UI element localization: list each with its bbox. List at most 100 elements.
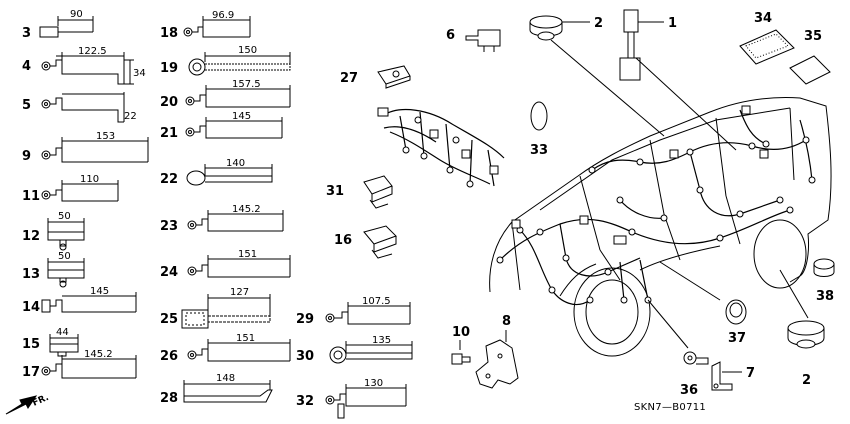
callout-16: 16 — [334, 233, 352, 248]
callout-8: 8 — [502, 314, 511, 329]
callout-23: 23 — [160, 219, 178, 234]
part-11-clip: 11 110 — [22, 174, 119, 204]
part-8-bracket: 8 — [475, 314, 519, 389]
part-27-connector: 27 — [340, 65, 411, 89]
dim-11: 110 — [80, 174, 99, 185]
part-29-clip: 29 107.5 — [296, 296, 411, 327]
part-9-clip: 9 153 — [22, 131, 149, 164]
front-label: FR. — [31, 393, 50, 409]
dim-4-length: 122.5 — [78, 46, 107, 57]
callout-11: 11 — [22, 189, 40, 204]
dim-18: 96.9 — [212, 10, 234, 21]
dim-19: 150 — [238, 45, 257, 56]
part-15-clip: 15 44 — [22, 327, 79, 357]
callout-14: 14 — [22, 300, 40, 315]
callout-20: 20 — [160, 95, 178, 110]
callout-13: 13 — [22, 267, 40, 282]
callout-4: 4 — [22, 59, 31, 74]
part-1-harness-plug: 1 — [619, 9, 677, 81]
leader-lines — [550, 39, 809, 349]
part-2-grommet-top: 2 — [529, 15, 603, 41]
callout-1: 1 — [668, 16, 677, 31]
part-30-clip: 30 135 — [296, 335, 413, 364]
callout-25: 25 — [160, 312, 178, 327]
callout-17: 17 — [22, 365, 40, 380]
part-26-clip: 26 151 — [160, 333, 291, 364]
callout-19: 19 — [160, 61, 178, 76]
callout-5: 5 — [22, 98, 31, 113]
harness-connectors — [496, 105, 816, 304]
dim-5: 22 — [124, 111, 137, 122]
dim-14: 145 — [90, 286, 109, 297]
callout-37: 37 — [728, 331, 746, 346]
dim-4-height: 34 — [133, 68, 146, 79]
callout-10: 10 — [452, 325, 470, 340]
part-4-clip: 4 122.5 34 — [22, 46, 146, 85]
dim-15: 44 — [56, 327, 69, 338]
callout-18: 18 — [160, 26, 178, 41]
callout-9: 9 — [22, 149, 31, 164]
callout-3: 3 — [22, 26, 31, 41]
part-38-grommet: 38 — [813, 258, 835, 304]
dim-13: 50 — [58, 251, 71, 262]
callout-32: 32 — [296, 394, 314, 409]
part-21-clip: 21 145 — [160, 111, 283, 141]
callout-12: 12 — [22, 229, 40, 244]
dim-3: 90 — [70, 9, 83, 20]
callout-15: 15 — [22, 337, 40, 352]
vehicle-wire-harness — [499, 109, 813, 305]
part-31-relay: 31 — [326, 175, 393, 209]
dim-12: 50 — [58, 211, 71, 222]
part-12-clip: 12 50 — [22, 211, 85, 251]
callout-34: 34 — [754, 11, 772, 26]
callout-24: 24 — [160, 265, 178, 280]
part-13-clip: 13 50 — [22, 251, 85, 288]
dim-23: 145.2 — [232, 204, 261, 215]
callout-33: 33 — [530, 143, 548, 158]
part-22-clip: 22 140 — [160, 158, 273, 187]
callout-2-bottom: 2 — [802, 373, 811, 388]
dim-9: 153 — [96, 131, 115, 142]
callout-2-top: 2 — [594, 16, 603, 31]
diagram-code: SKN7—B0711 — [634, 402, 706, 413]
dim-28: 148 — [216, 373, 235, 384]
part-17-clip: 17 145.2 — [22, 349, 137, 380]
part-34-pad: 34 — [739, 11, 795, 65]
dim-25: 127 — [230, 287, 249, 298]
part-28-clip: 28 148 — [160, 373, 273, 406]
callout-21: 21 — [160, 126, 178, 141]
dim-29: 107.5 — [362, 296, 391, 307]
callout-38: 38 — [816, 289, 834, 304]
callout-28: 28 — [160, 391, 178, 406]
part-18-clip: 18 96.9 — [160, 10, 251, 41]
callout-7: 7 — [746, 366, 755, 381]
dim-32: 130 — [364, 378, 383, 389]
part-36-bolt: 36 — [680, 351, 709, 398]
part-6-connector: 6 — [446, 28, 501, 52]
dim-22: 140 — [226, 158, 245, 169]
part-20-clip: 20 157.5 — [160, 79, 291, 110]
callout-30: 30 — [296, 349, 314, 364]
part-10-bolt: 10 — [451, 325, 471, 365]
callout-31: 31 — [326, 184, 344, 199]
dim-24: 151 — [238, 249, 257, 260]
callout-35: 35 — [804, 29, 822, 44]
vehicle-body-outline — [489, 97, 832, 357]
part-2-grommet-bottom: 2 — [787, 320, 825, 388]
dim-17: 145.2 — [84, 349, 113, 360]
part-25-clamp: 25 127 — [160, 287, 271, 329]
part-14-clip: 14 145 — [22, 286, 137, 315]
part-7-bracket: 7 — [711, 361, 755, 391]
dim-30: 135 — [372, 335, 391, 346]
callout-26: 26 — [160, 349, 178, 364]
callout-36: 36 — [680, 383, 698, 398]
part-33-seal: 33 — [530, 101, 548, 158]
callout-29: 29 — [296, 312, 314, 327]
dim-26: 151 — [236, 333, 255, 344]
part-32-clip: 32 130 — [296, 378, 407, 419]
part-5-clip: 5 22 — [22, 92, 137, 123]
part-19-tie: 19 150 — [160, 45, 291, 76]
dim-20: 157.5 — [232, 79, 261, 90]
callout-6: 6 — [446, 28, 455, 43]
